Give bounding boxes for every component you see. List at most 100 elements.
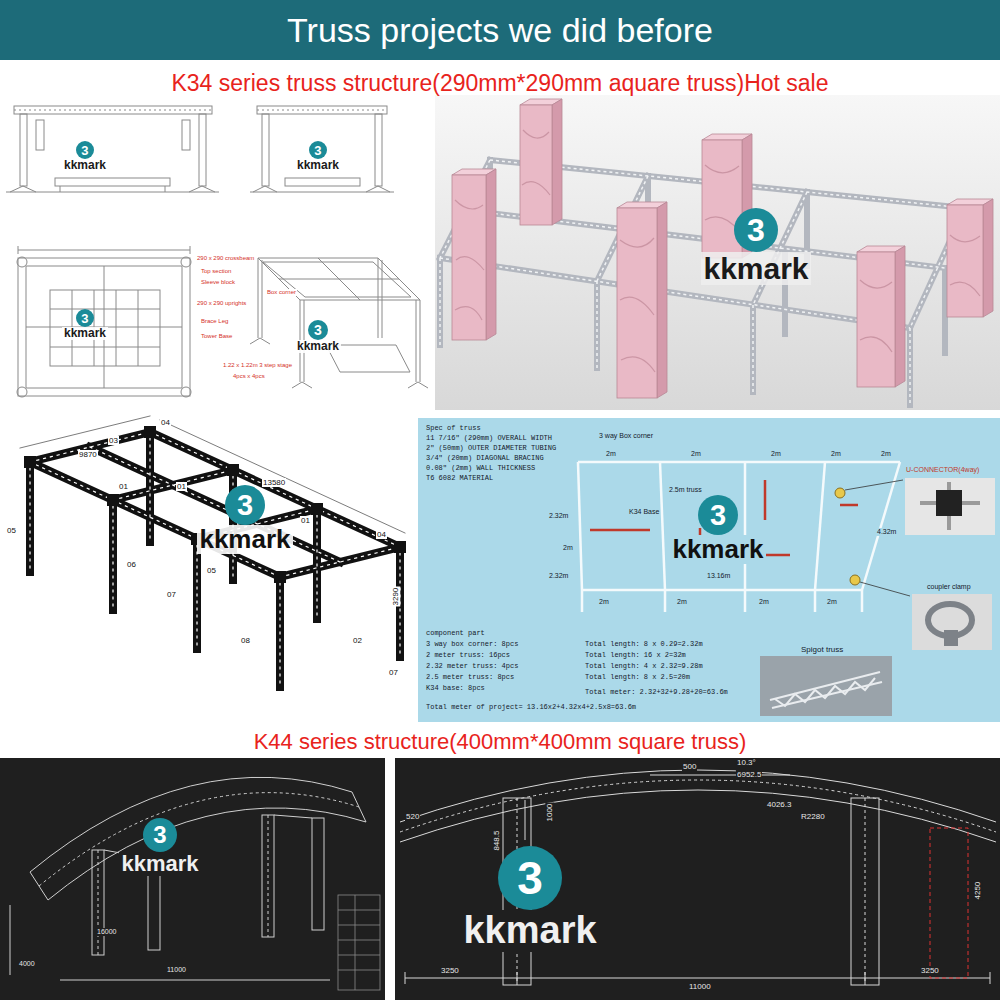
part-label: 3 way Box corner — [598, 432, 654, 440]
arc-truss-elevation — [395, 758, 1000, 1000]
part-label: 290 x 290 uprights — [196, 300, 247, 307]
component-list: Total length: 8 x 2.5=20m — [585, 673, 690, 681]
logo-mark: 3 kkmark — [62, 141, 108, 172]
part-label: Top section — [200, 268, 232, 275]
logo-word: kkmark — [295, 340, 341, 353]
dimension-text: 3250 — [440, 966, 460, 975]
logo-mark: 3 kkmark — [119, 818, 200, 876]
callout-number: 05 — [206, 566, 217, 575]
component-list: 3 way box corner: 8pcs — [426, 640, 518, 648]
logo-circle: 3 — [76, 141, 94, 159]
logo-digit: 3 — [747, 214, 765, 246]
callout-number: 04 — [160, 418, 171, 427]
component-list: 2.32 meter truss: 4pcs — [426, 662, 518, 670]
part-label: Brace Leg — [200, 318, 229, 325]
dimension-text: 2m — [758, 598, 770, 606]
callout-number: 07 — [388, 668, 399, 677]
callout-number: 02 — [352, 636, 363, 645]
logo-mark: 3 kkmark — [295, 141, 341, 172]
logo-circle: 3 — [225, 485, 265, 525]
part-label: 4pcs x 4pcs — [232, 373, 266, 380]
dimension-text: 2m — [598, 598, 610, 606]
dimension-text: 6952.5 — [736, 770, 762, 779]
logo-circle: 3 — [498, 846, 562, 910]
part-label: Spigot truss — [800, 645, 844, 654]
logo-word: kkmark — [62, 159, 108, 172]
logo-digit: 3 — [153, 823, 166, 847]
dimension-text: 2.32m — [548, 572, 569, 580]
dimension-text: 3290 — [391, 587, 400, 607]
logo-word: kkmark — [670, 535, 765, 564]
logo-word: kkmark — [62, 327, 108, 340]
part-label: Tower Base — [200, 333, 233, 340]
dimension-text: R2280 — [800, 812, 826, 821]
spec-text: Spec of truss — [426, 424, 481, 432]
logo-digit: 3 — [237, 491, 253, 520]
component-list: Total meter of project= 13.16x2+4.32x4+2… — [426, 703, 636, 711]
dimension-text: 2m — [562, 544, 574, 552]
part-label: U-CONNECTOR(4way) — [905, 466, 980, 474]
component-list: 2.5 meter truss: 8pcs — [426, 673, 514, 681]
logo-digit: 3 — [517, 855, 543, 901]
logo-digit: 3 — [314, 144, 321, 157]
component-list: Total meter: 2.32+32+9.28+20=63.6m — [585, 688, 728, 696]
dimension-text: 11000 — [688, 982, 712, 991]
truss-render — [435, 95, 1000, 410]
truss-structure-drawing — [20, 416, 406, 687]
logo-circle: 3 — [308, 320, 328, 340]
dimension-text: 520 — [405, 812, 420, 821]
dimension-text: 10.3° — [736, 758, 757, 767]
series-heading: K34 series truss structure(290mm*290mm a… — [171, 70, 828, 96]
arc-truss-3d-drawing — [0, 758, 385, 1000]
dimension-text: 3250 — [920, 966, 940, 975]
dimension-text: 4250 — [973, 881, 982, 901]
logo-word: kkmark — [197, 525, 292, 554]
callout-number: 01 — [118, 482, 129, 491]
callout-number: 01 — [300, 516, 311, 525]
logo-mark: 3kkmark — [670, 495, 765, 564]
callout-number: 08 — [240, 636, 251, 645]
pink-pillars — [452, 99, 993, 398]
component-list: component part — [426, 629, 485, 637]
logo-circle: 3 — [698, 495, 738, 535]
dimension-text: 4026.3 — [766, 800, 792, 809]
dimension-text: 2m — [880, 450, 892, 458]
logo-word: kkmark — [119, 852, 200, 876]
component-list: Total length: 8 x 0.29=2.32m — [585, 640, 703, 648]
logo-digit: 3 — [81, 144, 88, 157]
logo-word: kkmark — [701, 252, 810, 285]
logo-circle: 3 — [143, 818, 177, 852]
dimension-text: 9870 — [78, 450, 98, 459]
callout-number: 07 — [166, 590, 177, 599]
dimension-text: 2m — [770, 450, 782, 458]
dimension-text: 500 — [682, 762, 697, 771]
component-list: Total length: 16 x 2=32m — [585, 651, 686, 659]
callout-number: 05 — [6, 526, 17, 535]
callout-number: 03 — [108, 436, 119, 445]
part-label: coupler clamp — [926, 583, 972, 591]
logo-circle: 3 — [76, 309, 94, 327]
series-heading: K44 series structure(400mm*400mm square … — [254, 729, 747, 754]
dimension-text: 4.32m — [876, 528, 897, 536]
dimension-text: 2m — [830, 450, 842, 458]
spec-text: 11 7/16" (290mm) OVERALL WIDTH — [426, 434, 552, 442]
spec-text: 3/4" (20mm) DIAGONAL BRACING — [426, 454, 544, 462]
title-bar — [0, 0, 1000, 60]
truss-plan-panel — [418, 418, 1000, 722]
spec-text: T6 6082 MATERIAL — [426, 474, 493, 482]
logo-circle: 3 — [734, 208, 778, 252]
logo-circle: 3 — [309, 141, 327, 159]
component-list: Total length: 4 x 2.32=9.28m — [585, 662, 703, 670]
dimension-text: 2m — [605, 450, 617, 458]
dimension-text: 13580 — [262, 478, 286, 487]
callout-number: 04 — [376, 530, 387, 539]
part-label: 290 x 290 crossbeam — [196, 255, 255, 262]
dimension-text: 2m — [690, 450, 702, 458]
part-label: K34 Base — [628, 508, 660, 516]
dimension-text: 11000 — [166, 966, 187, 974]
part-label: Box corner — [266, 289, 297, 296]
component-list: K34 base: 8pcs — [426, 684, 485, 692]
part-label: Sleeve block — [200, 279, 236, 286]
logo-mark: 3kkmark — [295, 320, 341, 353]
logo-word: kkmark — [295, 159, 341, 172]
